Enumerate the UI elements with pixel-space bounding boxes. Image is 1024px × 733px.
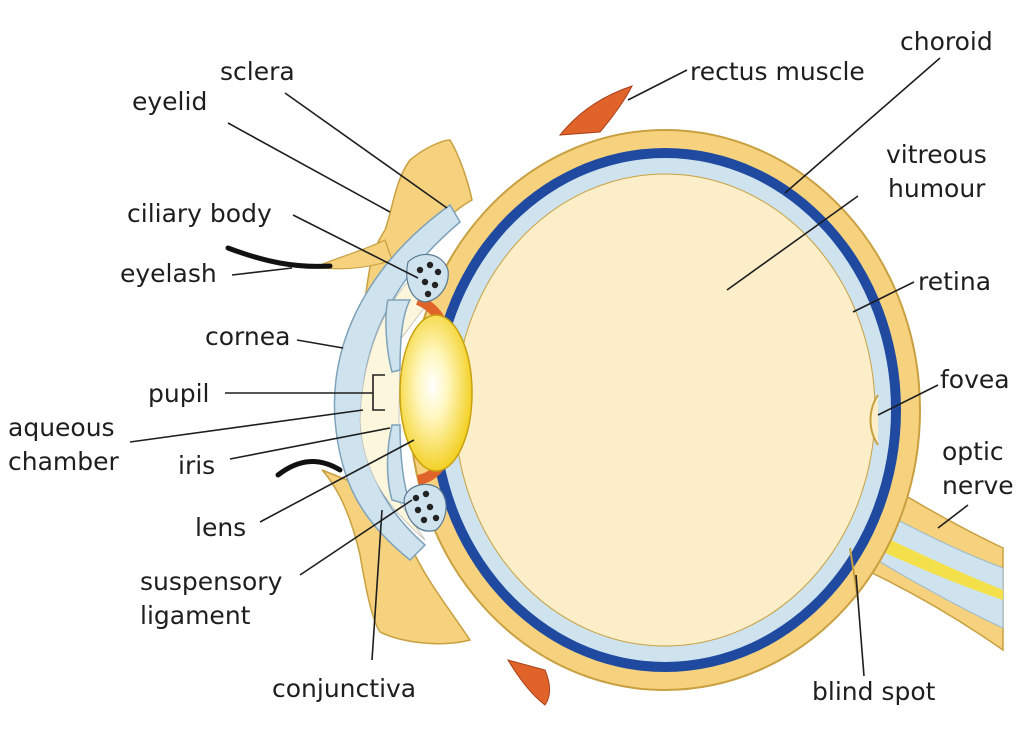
label-fovea: fovea <box>940 365 1010 394</box>
label-suspensory-1: suspensory <box>140 567 283 596</box>
label-optic-1: optic <box>942 437 1004 466</box>
ciliary-body-lower-dots <box>412 490 440 524</box>
leader-sclera <box>284 92 448 209</box>
label-rectus-muscle: rectus muscle <box>690 57 865 86</box>
ciliary-body-upper <box>406 253 449 303</box>
leader-vitreous <box>726 195 859 291</box>
label-retina: retina <box>918 267 991 296</box>
leader-fovea <box>877 384 939 416</box>
leader-choroid <box>784 57 941 194</box>
leader-rectus-muscle <box>627 69 688 101</box>
leader-suspensory <box>299 499 413 576</box>
labels: sclera eyelid ciliary body eyelash corne… <box>8 27 1014 706</box>
leader-ciliary-body <box>292 214 419 279</box>
vitreous-humour-body <box>454 173 876 647</box>
leader-blind-spot <box>855 574 865 677</box>
label-aqueous-1: aqueous <box>8 413 115 442</box>
label-eyelid: eyelid <box>132 87 207 116</box>
label-eyelash: eyelash <box>120 259 217 288</box>
upper-rectus-muscle <box>558 85 633 136</box>
label-suspensory-2: ligament <box>140 601 251 630</box>
label-choroid: choroid <box>900 27 993 56</box>
leader-eyelid <box>227 122 391 213</box>
label-iris: iris <box>178 451 215 480</box>
iris-upper <box>385 299 412 373</box>
leader-eyelash <box>231 267 293 276</box>
leader-cornea <box>296 339 344 349</box>
upper-eyelash <box>225 245 333 269</box>
lens <box>399 314 473 472</box>
label-optic-2: nerve <box>942 471 1014 500</box>
lower-eyelash <box>275 459 343 478</box>
leader-iris <box>229 427 391 460</box>
lower-rectus-muscle <box>506 659 550 706</box>
label-conjunctiva: conjunctiva <box>272 674 416 703</box>
leader-conjunctiva <box>371 509 383 661</box>
leader-lens <box>259 439 415 523</box>
leader-lines <box>129 57 969 677</box>
label-blind-spot: blind spot <box>812 677 936 706</box>
leader-retina <box>852 281 915 313</box>
label-vitreous-1: vitreous <box>886 140 987 169</box>
leader-optic-nerve <box>937 504 969 529</box>
label-sclera: sclera <box>220 57 295 86</box>
label-lens: lens <box>195 513 246 542</box>
aqueous-chamber <box>359 269 431 541</box>
label-ciliary-body: ciliary body <box>127 199 272 228</box>
leader-aqueous <box>129 409 364 443</box>
ciliary-body-upper-dots <box>416 261 442 298</box>
label-pupil: pupil <box>148 379 209 408</box>
label-aqueous-2: chamber <box>8 447 120 476</box>
label-cornea: cornea <box>205 322 290 351</box>
label-vitreous-2: humour <box>888 174 986 203</box>
fovea-dip <box>869 394 879 446</box>
